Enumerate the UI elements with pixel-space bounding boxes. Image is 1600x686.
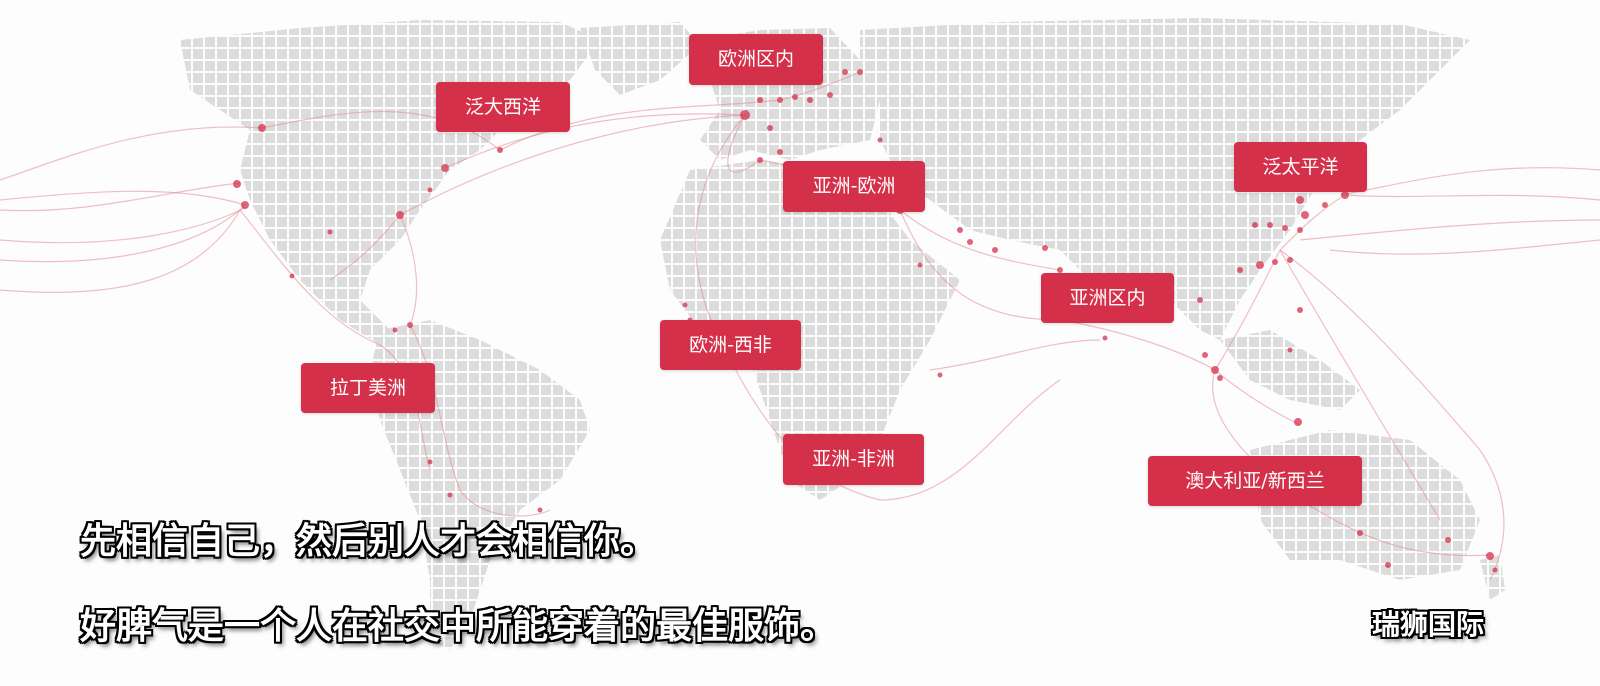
trade-lane-label-asia-africa[interactable]: 亚洲-非洲 bbox=[783, 434, 924, 485]
trade-lane-label-australia-nz[interactable]: 澳大利亚/新西兰 bbox=[1148, 456, 1362, 506]
subtitle-line-2: 好脾气是一个人在社交中所能穿着的最佳服饰。 bbox=[80, 606, 837, 647]
trade-lane-label-intra-europe[interactable]: 欧洲区内 bbox=[689, 34, 823, 85]
north-america bbox=[180, 20, 600, 345]
port-markers bbox=[233, 69, 1498, 573]
trade-lane-label-asia-europe[interactable]: 亚洲-欧洲 bbox=[783, 161, 925, 212]
brand-watermark: 瑞狮国际 bbox=[1372, 608, 1485, 641]
trade-lane-label-europe-west-africa[interactable]: 欧洲-西非 bbox=[660, 320, 801, 370]
africa bbox=[660, 160, 960, 500]
southeast-asia bbox=[1220, 330, 1360, 410]
subtitle-line-1: 先相信自己，然后别人才会相信你。 bbox=[80, 521, 657, 562]
shipping-routes bbox=[0, 71, 1600, 581]
trade-lane-label-latin-america[interactable]: 拉丁美洲 bbox=[301, 363, 435, 413]
greenland bbox=[580, 22, 700, 95]
trade-lane-label-trans-pacific[interactable]: 泛太平洋 bbox=[1234, 142, 1367, 192]
trade-lane-label-trans-atlantic[interactable]: 泛大西洋 bbox=[436, 82, 570, 132]
new-zealand bbox=[1480, 555, 1505, 600]
trade-lane-label-intra-asia[interactable]: 亚洲区内 bbox=[1041, 273, 1174, 323]
asia bbox=[860, 18, 1470, 340]
